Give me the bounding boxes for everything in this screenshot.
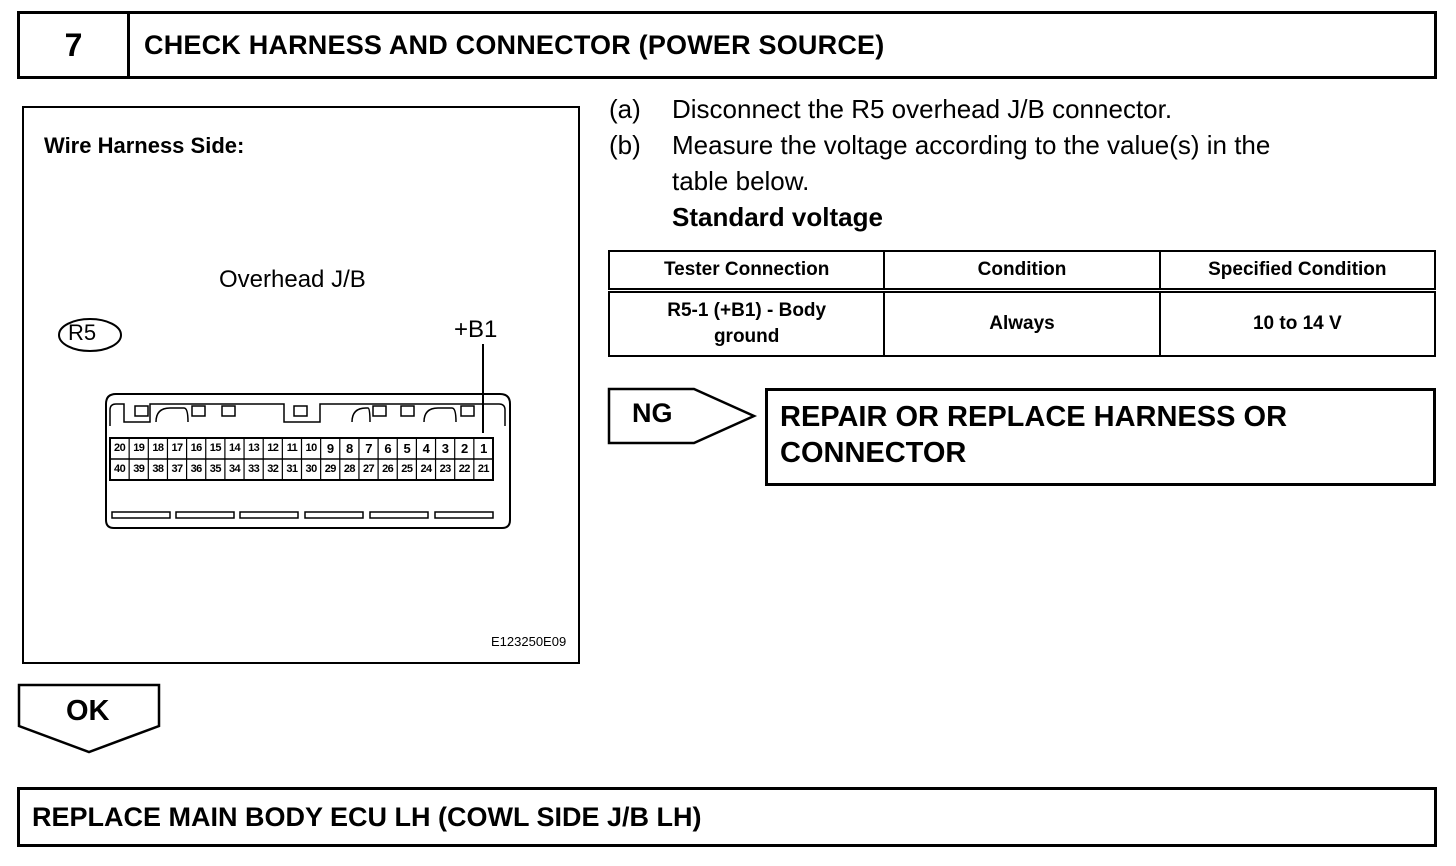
pin-number: 29 <box>324 463 337 475</box>
connector-body <box>105 393 511 529</box>
lock-tab <box>134 405 149 417</box>
standard-voltage-label: Standard voltage <box>672 202 883 232</box>
pin-number: 38 <box>152 463 164 475</box>
instruction-text: Disconnect the R5 overhead J/B connector… <box>672 94 1173 124</box>
ok-arrow <box>17 683 161 754</box>
illustration-caption: Wire Harness Side: <box>44 133 245 158</box>
ng-result-line: REPAIR OR REPLACE HARNESS OR <box>780 401 1288 433</box>
pin-number: 9 <box>326 441 334 456</box>
connector-code-ellipse <box>58 318 122 352</box>
instruction-letter: (b) <box>609 130 641 160</box>
table-header: Condition <box>883 250 1161 292</box>
pin-number: 12 <box>267 442 279 454</box>
connector-diagram <box>58 318 511 529</box>
table-header: Tester Connection <box>607 250 886 292</box>
instruction-text: Measure the voltage according to the val… <box>672 130 1271 160</box>
pin-number: 17 <box>171 442 183 454</box>
pin-number: 11 <box>286 442 298 454</box>
pin-number: 36 <box>190 463 203 475</box>
pin-number: 16 <box>190 442 203 454</box>
pin-number: 28 <box>343 463 356 475</box>
lock-tab <box>221 405 236 417</box>
pin-number: 14 <box>228 442 241 454</box>
pin-number: 19 <box>133 442 145 454</box>
lock-tab <box>293 405 308 417</box>
pin-number: 32 <box>267 463 279 475</box>
pin-number: 8 <box>346 441 353 456</box>
ok-result-box: REPLACE MAIN BODY ECU LH (COWL SIDE J/B … <box>17 787 1437 847</box>
step-number: 7 <box>20 14 130 76</box>
table-cell-specified: 10 to 14 V <box>1158 289 1437 357</box>
lock-tab <box>400 405 415 417</box>
pin-number: 24 <box>420 463 432 475</box>
spec-table: Tester Connection Condition Specified Co… <box>607 250 1437 357</box>
terminal-label: +B1 <box>454 316 498 343</box>
ng-arrow <box>607 387 758 445</box>
pin-number: 22 <box>458 463 471 475</box>
ng-label: NG <box>632 398 673 428</box>
pin-number: 34 <box>228 463 241 475</box>
pin-number: 25 <box>401 463 413 475</box>
table-header: Specified Condition <box>1158 250 1437 292</box>
connector-illustration: Wire Harness Side: Overhead J/B R5 +B1 2… <box>22 106 580 664</box>
pin-number: 2 <box>460 441 468 456</box>
table-row: R5-1 (+B1) - Body ground Always 10 to 14… <box>607 289 1437 357</box>
lock-tab <box>191 405 206 417</box>
pin-number: 30 <box>305 463 318 475</box>
instruction-letter: (a) <box>609 94 641 124</box>
ng-result-box: REPAIR OR REPLACE HARNESS OR CONNECTOR <box>765 388 1436 486</box>
pin-number: 35 <box>209 463 222 475</box>
pin-number: 21 <box>477 463 490 475</box>
step-title: CHECK HARNESS AND CONNECTOR (POWER SOURC… <box>144 29 885 60</box>
connector-name: Overhead J/B <box>219 266 366 293</box>
image-id: E123250E09 <box>491 634 567 649</box>
pin-number: 18 <box>152 442 164 454</box>
pin-number: 26 <box>382 463 394 475</box>
step-header: 7 CHECK HARNESS AND CONNECTOR (POWER SOU… <box>17 11 1437 79</box>
connector-inner-profile <box>109 403 506 426</box>
pin-number: 3 <box>441 441 449 456</box>
connector-code: R5 <box>68 320 97 345</box>
pin-number: 27 <box>362 463 375 475</box>
pin-number: 6 <box>384 441 391 456</box>
pin-number: 40 <box>114 463 126 475</box>
pin-number: 37 <box>171 463 183 475</box>
pin-number: 23 <box>439 463 452 475</box>
ng-result-line: CONNECTOR <box>780 437 967 469</box>
table-cell-connection: R5-1 (+B1) - Body ground <box>607 289 886 357</box>
pin-number: 31 <box>286 463 298 475</box>
table-cell-condition: Always <box>883 289 1161 357</box>
pin-number: 39 <box>133 463 145 475</box>
lock-tab <box>460 405 475 417</box>
pin-number: 20 <box>114 442 126 454</box>
ok-label: OK <box>66 695 110 727</box>
table-header-row: Tester Connection Condition Specified Co… <box>607 250 1437 292</box>
pin-number: 13 <box>248 442 260 454</box>
pin-number: 7 <box>365 441 372 456</box>
pin-number: 15 <box>209 442 222 454</box>
instruction-text: table below. <box>672 166 810 196</box>
pin-number: 10 <box>305 442 318 454</box>
pin-number: 5 <box>403 441 411 456</box>
lock-tab <box>372 405 387 417</box>
pin-number: 33 <box>248 463 260 475</box>
pin-number: 4 <box>422 441 430 456</box>
pin-number: 1 <box>480 441 487 456</box>
